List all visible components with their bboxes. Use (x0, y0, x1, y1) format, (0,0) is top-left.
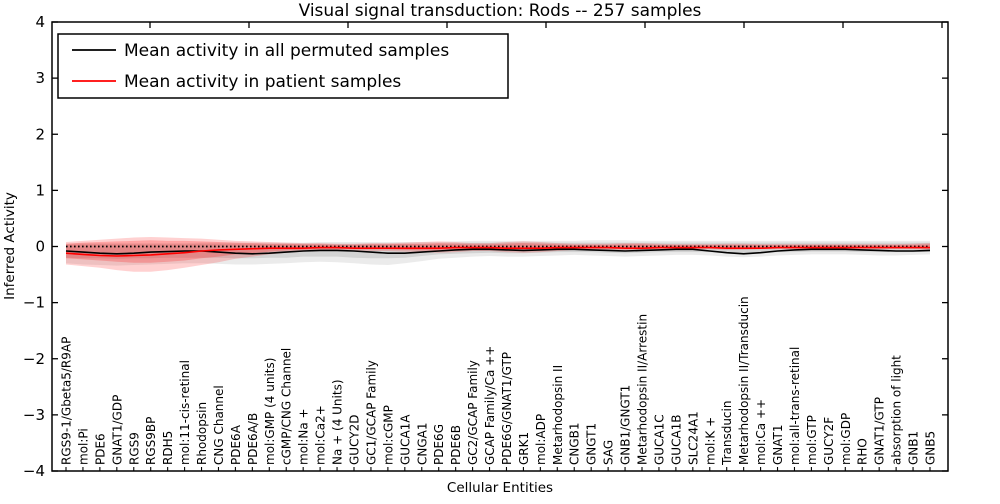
y-tick-label: 3 (35, 69, 45, 87)
x-category-label: PDE6G (432, 424, 446, 465)
x-category-label: mol:Ca2+ (314, 405, 328, 465)
x-category-label: mol:GDP (839, 413, 853, 465)
y-tick-label: 1 (35, 181, 45, 199)
x-category-label: mol:cGMP (381, 405, 395, 465)
permuted-mean-line (65, 248, 931, 255)
x-category-label: absorption of light (890, 355, 904, 465)
x-category-label: GUCA1A (398, 414, 412, 465)
y-tick-label: −2 (23, 350, 45, 368)
x-category-label: PDE6 (93, 433, 107, 465)
x-category-label: GNB1 (907, 431, 921, 465)
x-category-label: GUCA1B (669, 414, 683, 465)
x-category-label: RGS9BP (144, 417, 158, 465)
x-category-label: GNGT1 (585, 423, 599, 465)
x-category-label: CNGB1 (568, 422, 582, 465)
y-tick-label: −3 (23, 406, 45, 424)
x-category-label: CNG Channel (212, 385, 226, 465)
x-category-label: mol:Na + (297, 408, 311, 465)
std-bands-layer (66, 237, 930, 272)
x-category-label: mol:11-cis-retinal (178, 360, 192, 465)
x-category-label: mol:GTP (805, 415, 819, 465)
x-category-label: GNAT1 (771, 424, 785, 465)
x-category-label: GNB1/GNGT1 (619, 385, 633, 465)
x-axis-label: Cellular Entities (447, 480, 553, 496)
x-category-label: Rhodopsin (195, 402, 209, 465)
x-category-label: PDE6A (229, 424, 243, 465)
axes-layer (51, 21, 949, 472)
legend-box (57, 33, 509, 99)
mean-lines-layer (65, 245, 931, 257)
x-category-label: GC2/GCAP Family (466, 360, 480, 465)
x-category-label: mol:ADP (534, 414, 548, 465)
x-category-label: Metarhodopsin II/Transducin (737, 296, 751, 465)
x-category-label: GNAT1/GDP (110, 395, 124, 465)
x-category-label: GRK1 (517, 432, 531, 465)
y-tick-label: −4 (23, 462, 45, 480)
x-category-label: PDE6A/B (246, 413, 260, 465)
x-category-label: RGS9 (127, 432, 141, 465)
x-category-label: mol:all-trans-retinal (788, 347, 802, 465)
y-tick-label: −1 (23, 294, 45, 312)
x-category-label: CNGA1 (415, 423, 429, 466)
x-category-label: mol:GMP (4 units) (263, 358, 277, 465)
x-category-label: GC1/GCAP Family (364, 360, 378, 465)
x-category-label: Na + (4 Units) (331, 379, 345, 465)
x-category-label: GCAP Family/Ca ++ (483, 346, 497, 465)
x-category-label: GNAT1/GTP (873, 397, 887, 465)
y-tick-label: 0 (35, 238, 45, 256)
x-category-label: SLC24A1 (686, 411, 700, 465)
x-category-label: cGMP/CNG Channel (280, 348, 294, 465)
x-category-label: Metarhodopsin II (551, 365, 565, 465)
legend-label-permuted: Mean activity in all permuted samples (124, 41, 449, 61)
y-tick-label: 4 (35, 13, 45, 31)
x-category-label: Transducin (720, 401, 734, 466)
chart-title: Visual signal transduction: Rods -- 257 … (299, 1, 702, 21)
x-category-label: PDE6B (449, 425, 463, 465)
x-category-label: Metarhodopsin II/Arrestin (636, 314, 650, 465)
x-category-label: PDE6G/GNAT1/GTP (500, 352, 514, 465)
x-category-label: mol:Pi (76, 428, 90, 465)
legend: Mean activity in all permuted samples Me… (57, 33, 509, 99)
x-category-label: RDH5 (161, 431, 175, 465)
x-category-label: mol:Ca ++ (754, 399, 768, 465)
legend-label-patient: Mean activity in patient samples (124, 72, 401, 92)
patient-mean-line (65, 246, 930, 257)
x-category-label: GNB5 (924, 431, 938, 465)
x-category-label: RHO (856, 438, 870, 465)
x-category-label: mol:K + (703, 417, 717, 465)
x-category-label: GUCA1C (652, 414, 666, 465)
x-category-label: RGS9-1/Gbeta5/R9AP (60, 337, 74, 465)
x-category-label: GUCY2D (348, 415, 362, 465)
x-category-label: SAG (602, 440, 616, 465)
x-category-label: GUCY2F (822, 417, 836, 465)
y-axis-label: Inferred Activity (2, 192, 18, 300)
y-tick-label: 2 (35, 125, 45, 143)
